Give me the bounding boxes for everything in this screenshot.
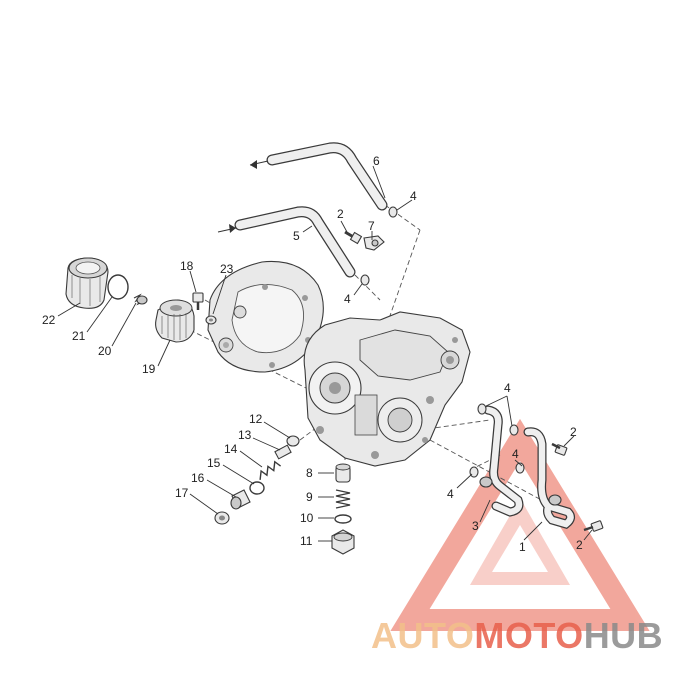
watermark-moto: MOTO bbox=[474, 615, 583, 656]
callout-14: 14 bbox=[224, 442, 238, 456]
crankcase bbox=[303, 311, 471, 467]
callout-5: 5 bbox=[293, 229, 300, 243]
svg-text:AUTOMOTOHUB: AUTOMOTOHUB bbox=[371, 615, 663, 656]
leader-lines bbox=[57, 165, 593, 542]
callout-11: 11 bbox=[300, 534, 313, 548]
piston-13 bbox=[274, 444, 292, 460]
spring-14 bbox=[259, 460, 282, 480]
callout-2b: 2 bbox=[570, 425, 577, 439]
callout-19: 19 bbox=[142, 362, 156, 376]
callout-4b: 4 bbox=[344, 292, 351, 306]
washer-23 bbox=[205, 315, 217, 325]
spring-9 bbox=[335, 489, 351, 509]
oil-filter-cover bbox=[65, 257, 109, 309]
breather-valve bbox=[363, 235, 385, 251]
hose-upper bbox=[249, 142, 388, 211]
watermark-auto: AUTO bbox=[371, 615, 474, 656]
banjo-bolts bbox=[551, 442, 604, 532]
callout-17: 17 bbox=[175, 486, 189, 500]
callout-4e: 4 bbox=[447, 487, 454, 501]
callout-2c: 2 bbox=[576, 538, 583, 552]
callout-labels: 1 2 2 2 3 4 4 4 4 4 5 6 7 8 9 10 11 12 1… bbox=[42, 154, 583, 554]
watermark-logo-text: AUTOMOTOHUB bbox=[371, 615, 663, 656]
valve-8 bbox=[335, 463, 351, 483]
callout-4c: 4 bbox=[504, 381, 511, 395]
callout-4d: 4 bbox=[512, 447, 519, 461]
callout-10: 10 bbox=[300, 511, 314, 525]
watermark-hub: HUB bbox=[584, 615, 664, 656]
callout-2a: 2 bbox=[337, 207, 344, 221]
callout-22: 22 bbox=[42, 313, 56, 327]
callout-15: 15 bbox=[207, 456, 221, 470]
callout-7: 7 bbox=[368, 219, 375, 233]
callout-4a: 4 bbox=[410, 189, 417, 203]
plug-16 bbox=[230, 489, 251, 510]
callout-3: 3 bbox=[472, 519, 479, 533]
bolt-upper bbox=[344, 230, 363, 245]
callout-1: 1 bbox=[519, 540, 526, 554]
clutch-cover bbox=[207, 260, 324, 373]
hose-clips bbox=[360, 206, 398, 286]
hose-lower bbox=[217, 206, 356, 278]
filter-cover-o-ring bbox=[107, 274, 129, 300]
plug-11 bbox=[331, 529, 355, 555]
oil-line-1 bbox=[523, 427, 576, 529]
callout-16: 16 bbox=[191, 471, 205, 485]
filter-spring bbox=[133, 293, 148, 306]
callout-6: 6 bbox=[373, 154, 380, 168]
oil-filter-element bbox=[155, 299, 195, 343]
callout-23: 23 bbox=[220, 262, 234, 276]
oil-line-3 bbox=[483, 405, 524, 517]
callout-13: 13 bbox=[238, 428, 252, 442]
o-ring-10 bbox=[334, 514, 352, 524]
watermark-logo-triangle bbox=[390, 418, 650, 631]
callout-8: 8 bbox=[306, 466, 313, 480]
o-ring-15 bbox=[249, 481, 265, 495]
callout-9: 9 bbox=[306, 490, 313, 504]
callout-21: 21 bbox=[72, 329, 86, 343]
callout-20: 20 bbox=[98, 344, 112, 358]
callout-18: 18 bbox=[180, 259, 194, 273]
plug-12 bbox=[286, 435, 300, 447]
washer-17 bbox=[214, 511, 230, 525]
callout-12: 12 bbox=[249, 412, 263, 426]
screw-18 bbox=[192, 292, 204, 310]
